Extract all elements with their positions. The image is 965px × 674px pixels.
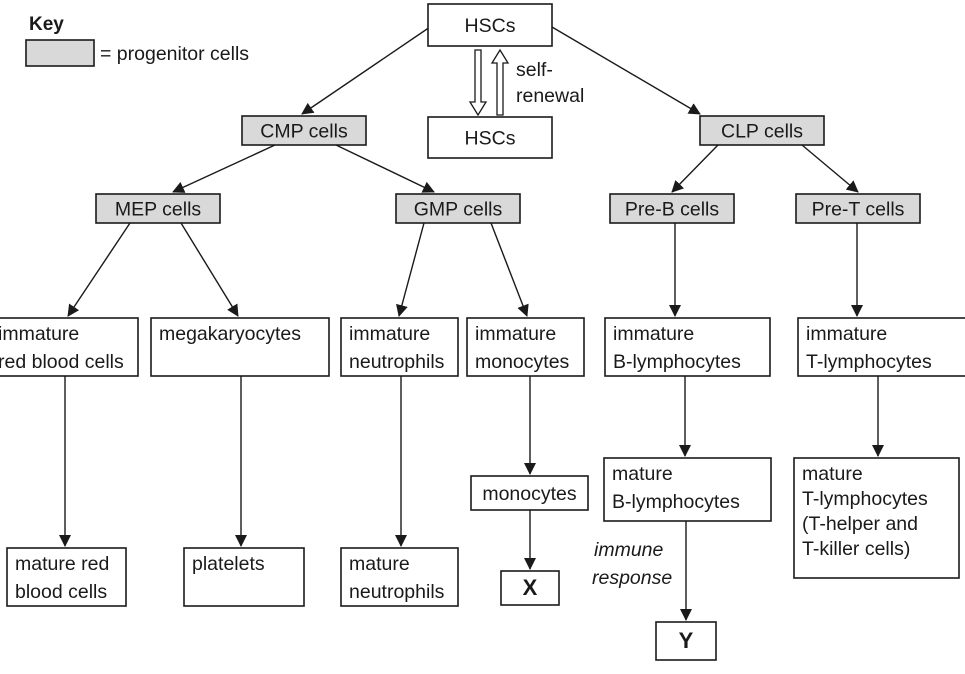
node-label: monocytes	[482, 483, 577, 505]
arrow-hsc_top-to-cmp	[301, 26, 431, 115]
immune-response-label: immune response	[592, 539, 672, 589]
node-label: HSCs	[465, 128, 516, 150]
arrow-cmp-to-gmp	[335, 144, 435, 193]
node-label: Pre-B cells	[625, 199, 720, 221]
self-renewal-label: self- renewal	[516, 59, 584, 107]
node-gmp: GMP cells	[395, 193, 521, 224]
cell-box	[603, 457, 772, 522]
cell-box	[340, 317, 459, 377]
progenitor-box	[241, 115, 367, 146]
progenitor-box	[699, 115, 825, 146]
arrow-clp-to-pret	[801, 144, 859, 193]
key-label: = progenitor cells	[100, 43, 249, 65]
cell-box	[6, 547, 127, 607]
node-label: Pre-T cells	[812, 199, 905, 221]
arrow-gmp-to-imm_neut	[396, 222, 425, 317]
cell-box	[655, 621, 717, 661]
cell-box	[150, 317, 330, 377]
key-title: Key	[29, 14, 64, 35]
arrow-hsc_top-to-clp	[551, 26, 701, 115]
node-label: Y	[679, 628, 694, 653]
renewal-down-arrow	[468, 49, 488, 117]
node-label: X	[523, 575, 538, 600]
cell-box	[340, 547, 459, 607]
cell-box	[470, 475, 589, 511]
cell-box	[427, 116, 553, 159]
node-mep: MEP cells	[95, 193, 221, 224]
node-label: CMP cells	[260, 121, 348, 143]
node-label: CLP cells	[721, 121, 803, 143]
cell-box	[604, 317, 771, 377]
arrow-gmp-to-imm_mono	[490, 222, 529, 317]
cell-box	[0, 317, 139, 377]
node-label: MEP cells	[115, 199, 202, 221]
node-hsc-top: HSCs	[427, 3, 553, 47]
node-label: platelets	[192, 553, 265, 575]
node-label: megakaryocytes	[159, 323, 301, 345]
key-swatch	[25, 39, 95, 67]
node-x: X	[500, 570, 560, 606]
cell-box	[500, 570, 560, 606]
node-hsc-renew: HSCs	[427, 116, 553, 159]
cell-box	[466, 317, 585, 377]
progenitor-box	[95, 193, 221, 224]
node-megakaryocytes: megakaryocytes	[150, 317, 330, 377]
cell-box	[427, 3, 553, 47]
node-cmp: CMP cells	[241, 115, 367, 146]
cell-box	[797, 317, 965, 377]
node-clp: CLP cells	[699, 115, 825, 146]
cell-box	[793, 457, 960, 579]
progenitor-box	[395, 193, 521, 224]
renewal-up-arrow	[490, 48, 510, 116]
arrow-clp-to-preb	[671, 144, 719, 193]
key: Key = progenitor cells	[25, 14, 249, 67]
cell-box	[183, 547, 305, 607]
node-preb: Pre-B cells	[609, 193, 735, 224]
arrow-mep-to-imm_rbc	[67, 222, 131, 317]
progenitor-box	[609, 193, 735, 224]
edges	[59, 26, 884, 621]
node-label: HSCs	[465, 15, 516, 37]
node-platelets: platelets	[183, 547, 305, 607]
arrow-cmp-to-mep	[172, 144, 276, 193]
node-pret: Pre-T cells	[795, 193, 921, 224]
node-y: Y	[655, 621, 717, 661]
arrow-mep-to-megakaryocytes	[180, 222, 239, 317]
progenitor-box	[795, 193, 921, 224]
node-label: GMP cells	[414, 199, 503, 221]
node-monocytes: monocytes	[470, 475, 589, 511]
self-renewal-arrows: self- renewal	[468, 48, 584, 117]
